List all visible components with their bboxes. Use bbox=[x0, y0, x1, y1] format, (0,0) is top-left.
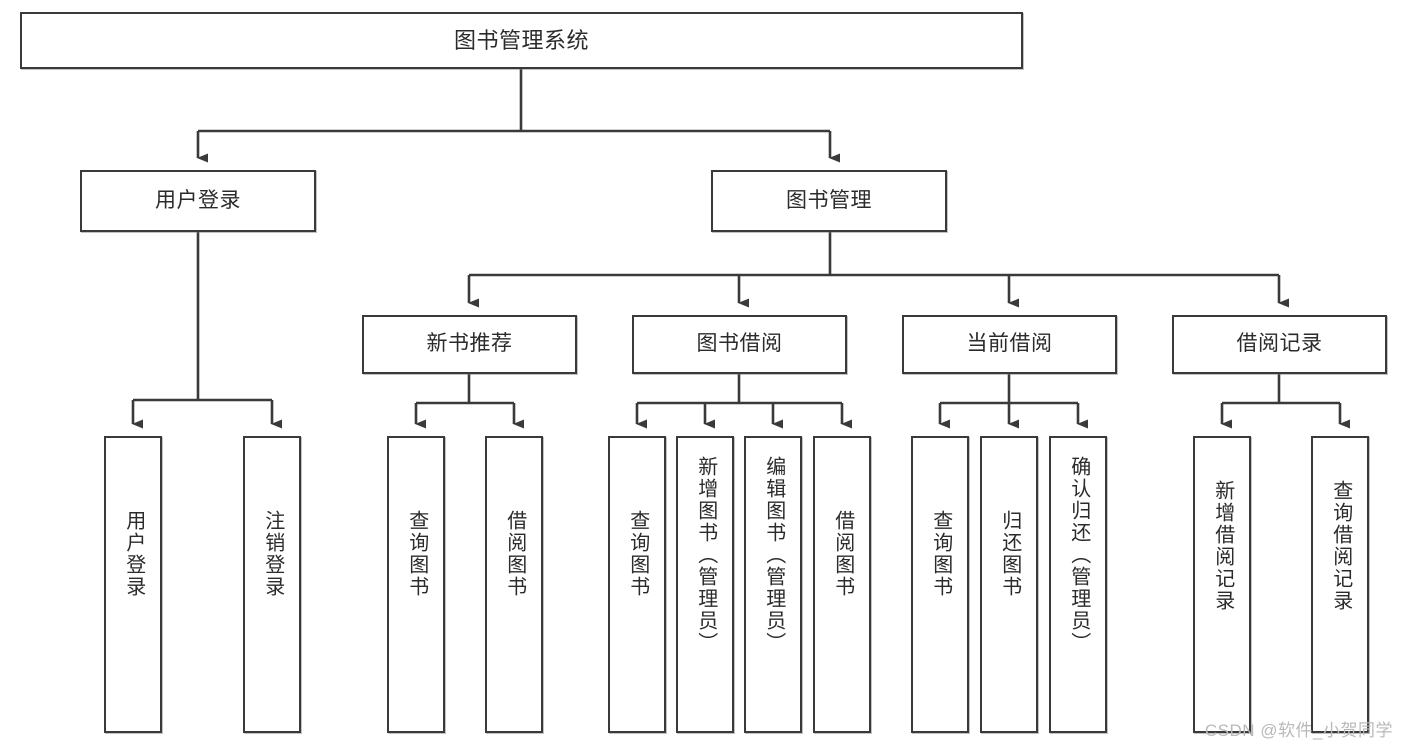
node-label: 注销登录 bbox=[261, 510, 284, 598]
leaf-query-book-recommend[interactable]: 查询图书 bbox=[387, 436, 445, 733]
node-borrow-record[interactable]: 借阅记录 bbox=[1172, 315, 1387, 374]
node-current-borrow[interactable]: 当前借阅 bbox=[902, 315, 1117, 374]
node-label: 查询图书 bbox=[405, 510, 428, 598]
leaf-add-book-admin[interactable]: 新增图书（管理员） bbox=[676, 436, 734, 733]
csdn-watermark: CSDN @软件_小贺同学 bbox=[1204, 721, 1393, 740]
node-book-management[interactable]: 图书管理 bbox=[711, 170, 947, 232]
node-label: 图书管理系统 bbox=[453, 27, 589, 53]
node-book-borrow[interactable]: 图书借阅 bbox=[632, 315, 847, 374]
node-label: 查询图书 bbox=[626, 510, 649, 598]
node-label: 新增借阅记录 bbox=[1211, 480, 1234, 612]
leaf-query-borrow-record[interactable]: 查询借阅记录 bbox=[1311, 436, 1369, 733]
node-label: 查询借阅记录 bbox=[1329, 480, 1352, 612]
node-user-login[interactable]: 用户登录 bbox=[80, 170, 316, 232]
leaf-query-book-borrow[interactable]: 查询图书 bbox=[608, 436, 666, 733]
leaf-borrow-book-recommend[interactable]: 借阅图书 bbox=[485, 436, 543, 733]
leaf-logout-login[interactable]: 注销登录 bbox=[243, 436, 301, 733]
node-label: 用户登录 bbox=[122, 510, 145, 598]
node-new-book-recommend[interactable]: 新书推荐 bbox=[362, 315, 577, 374]
node-label: 编辑图书（管理员） bbox=[762, 456, 785, 654]
node-label: 当前借阅 bbox=[966, 332, 1053, 356]
leaf-edit-book-admin[interactable]: 编辑图书（管理员） bbox=[744, 436, 802, 733]
node-label: 查询图书 bbox=[929, 510, 952, 598]
node-label: 新书推荐 bbox=[426, 332, 513, 356]
node-label: 新增图书（管理员） bbox=[694, 456, 717, 654]
leaf-borrow-book[interactable]: 借阅图书 bbox=[813, 436, 871, 733]
node-label: 图书借阅 bbox=[696, 332, 783, 356]
leaf-return-book[interactable]: 归还图书 bbox=[980, 436, 1038, 733]
node-label: 借阅图书 bbox=[831, 510, 854, 598]
leaf-confirm-return-admin[interactable]: 确认归还（管理员） bbox=[1049, 436, 1107, 733]
leaf-add-borrow-record[interactable]: 新增借阅记录 bbox=[1193, 436, 1251, 733]
node-root-system[interactable]: 图书管理系统 bbox=[20, 12, 1023, 69]
node-label: 用户登录 bbox=[155, 188, 241, 212]
leaf-user-login[interactable]: 用户登录 bbox=[104, 436, 162, 733]
node-label: 归还图书 bbox=[998, 510, 1021, 598]
node-label: 借阅图书 bbox=[503, 510, 526, 598]
node-label: 图书管理 bbox=[786, 188, 872, 212]
node-label: 确认归还（管理员） bbox=[1067, 456, 1090, 654]
node-label: 借阅记录 bbox=[1236, 332, 1323, 356]
leaf-query-book-current[interactable]: 查询图书 bbox=[911, 436, 969, 733]
